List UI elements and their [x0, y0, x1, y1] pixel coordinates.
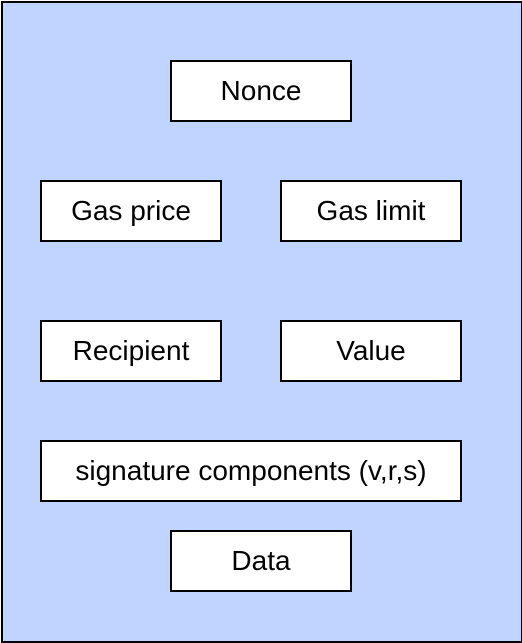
value-box: Value [280, 320, 462, 382]
data-box: Data [170, 530, 352, 592]
recipient-label: Recipient [72, 335, 190, 366]
data-label: Data [231, 545, 291, 576]
signature-box: signature components (v,r,s) [40, 440, 462, 502]
recipient-box: Recipient [40, 320, 222, 382]
gas-price-label: Gas price [71, 195, 191, 226]
nonce-box: Nonce [170, 60, 352, 122]
gas-limit-box: Gas limit [280, 180, 462, 242]
nonce-label: Nonce [220, 75, 302, 106]
value-label: Value [336, 335, 406, 366]
gas-limit-label: Gas limit [316, 195, 426, 226]
signature-label: signature components (v,r,s) [75, 455, 427, 486]
gas-price-box: Gas price [40, 180, 222, 242]
